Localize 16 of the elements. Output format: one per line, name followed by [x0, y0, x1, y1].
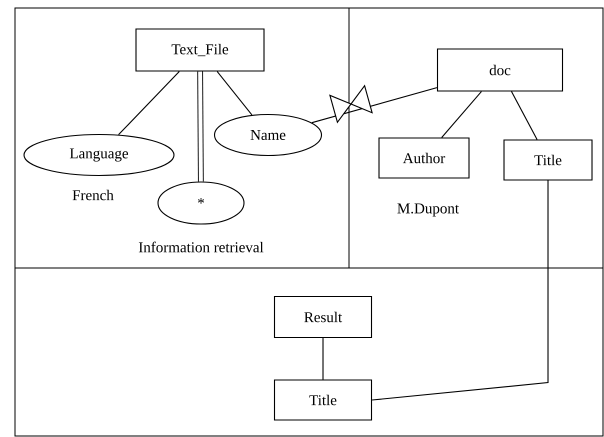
entity-box: doc [436, 48, 564, 92]
connector-line [322, 338, 324, 380]
entity-box: Result [274, 296, 372, 338]
connector-line [197, 72, 204, 182]
entity-box: Text_File [135, 28, 265, 72]
entity-box: Title [503, 139, 593, 181]
connector-line [118, 71, 180, 136]
value-label: Information retrieval [138, 242, 264, 252]
connector-line [216, 71, 252, 116]
entity-box: Author [378, 137, 470, 179]
value-label: M.Dupont [397, 204, 459, 217]
connector-line [441, 91, 482, 138]
entity-box: Title [274, 379, 372, 421]
connector-line [372, 180, 549, 401]
value-label: French [72, 190, 114, 200]
connector-line [511, 91, 538, 140]
